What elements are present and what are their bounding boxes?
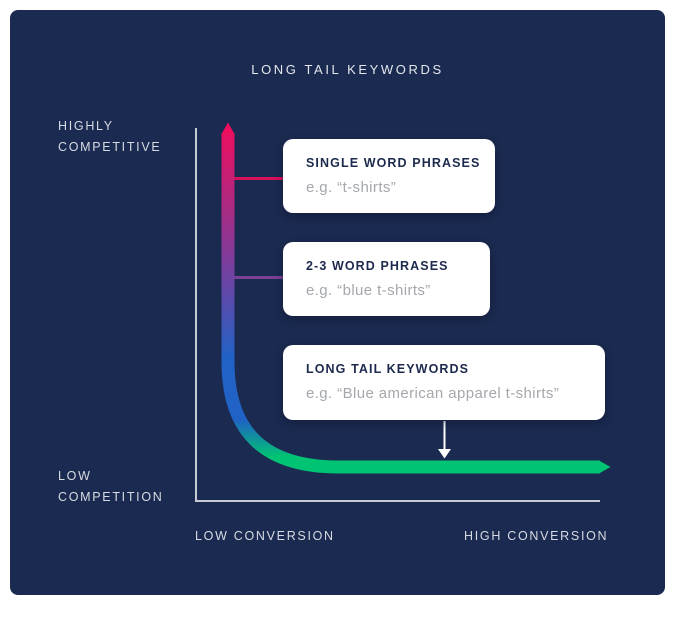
x-axis-right-label: HIGH CONVERSION <box>464 529 609 543</box>
callout-example: e.g. “blue t-shirts” <box>306 282 431 299</box>
x-axis-left-label: LOW CONVERSION <box>195 529 335 543</box>
callout-example: e.g. “t-shirts” <box>306 179 397 196</box>
y-axis-top-label-line2: COMPETITIVE <box>58 140 162 154</box>
y-axis-bottom-label: LOW COMPETITION <box>58 466 164 508</box>
long-tail-arrow-head <box>438 449 451 459</box>
callout-2-3-word-phrases: 2-3 WORD PHRASES e.g. “blue t-shirts” <box>283 242 490 316</box>
callout-title: 2-3 WORD PHRASES <box>306 259 449 273</box>
curve-right-tip <box>599 460 611 474</box>
callout-single-word-phrases: SINGLE WORD PHRASES e.g. “t-shirts” <box>283 139 495 213</box>
callout-title: LONG TAIL KEYWORDS <box>306 362 470 376</box>
callout-example: e.g. “Blue american apparel t-shirts” <box>306 385 560 402</box>
y-axis-bottom-label-line2: COMPETITION <box>58 490 164 504</box>
y-axis-top-label-line1: HIGHLY <box>58 119 114 133</box>
curve-top-tip <box>221 122 235 134</box>
callout-long-tail-keywords: LONG TAIL KEYWORDS e.g. “Blue american a… <box>283 345 605 420</box>
y-axis-top-label: HIGHLY COMPETITIVE <box>58 116 161 158</box>
callout-title: SINGLE WORD PHRASES <box>306 156 481 170</box>
y-axis-bottom-label-line1: LOW <box>58 469 92 483</box>
keyword-curve <box>221 133 600 474</box>
diagram-title: LONG TAIL KEYWORDS <box>251 62 444 77</box>
